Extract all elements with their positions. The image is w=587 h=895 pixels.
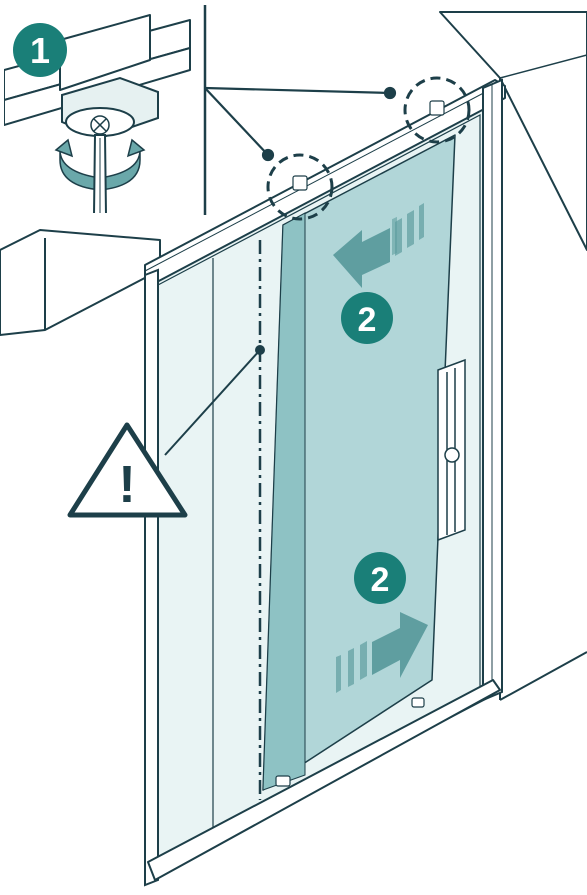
- right-post: [483, 80, 502, 700]
- door-handle: [438, 360, 465, 540]
- step-2-number-bottom: 2: [371, 561, 390, 599]
- step-2-badge-bottom: 2: [354, 552, 406, 604]
- top-roller-right: [430, 101, 444, 115]
- step-2-number-top: 2: [358, 301, 377, 339]
- warning-symbol: !: [118, 456, 135, 514]
- top-roller-left: [293, 176, 307, 190]
- inset-screw: [91, 116, 109, 134]
- bottom-guide-left: [276, 776, 290, 786]
- bottom-guide-right: [412, 698, 424, 707]
- step-2-badge-top: 2: [341, 292, 393, 344]
- step-1-number: 1: [30, 30, 50, 71]
- left-post: [145, 270, 158, 885]
- wall-left-ledge: [0, 230, 160, 335]
- screwdriver-icon: [94, 135, 106, 215]
- step-1-badge: 1: [13, 23, 67, 77]
